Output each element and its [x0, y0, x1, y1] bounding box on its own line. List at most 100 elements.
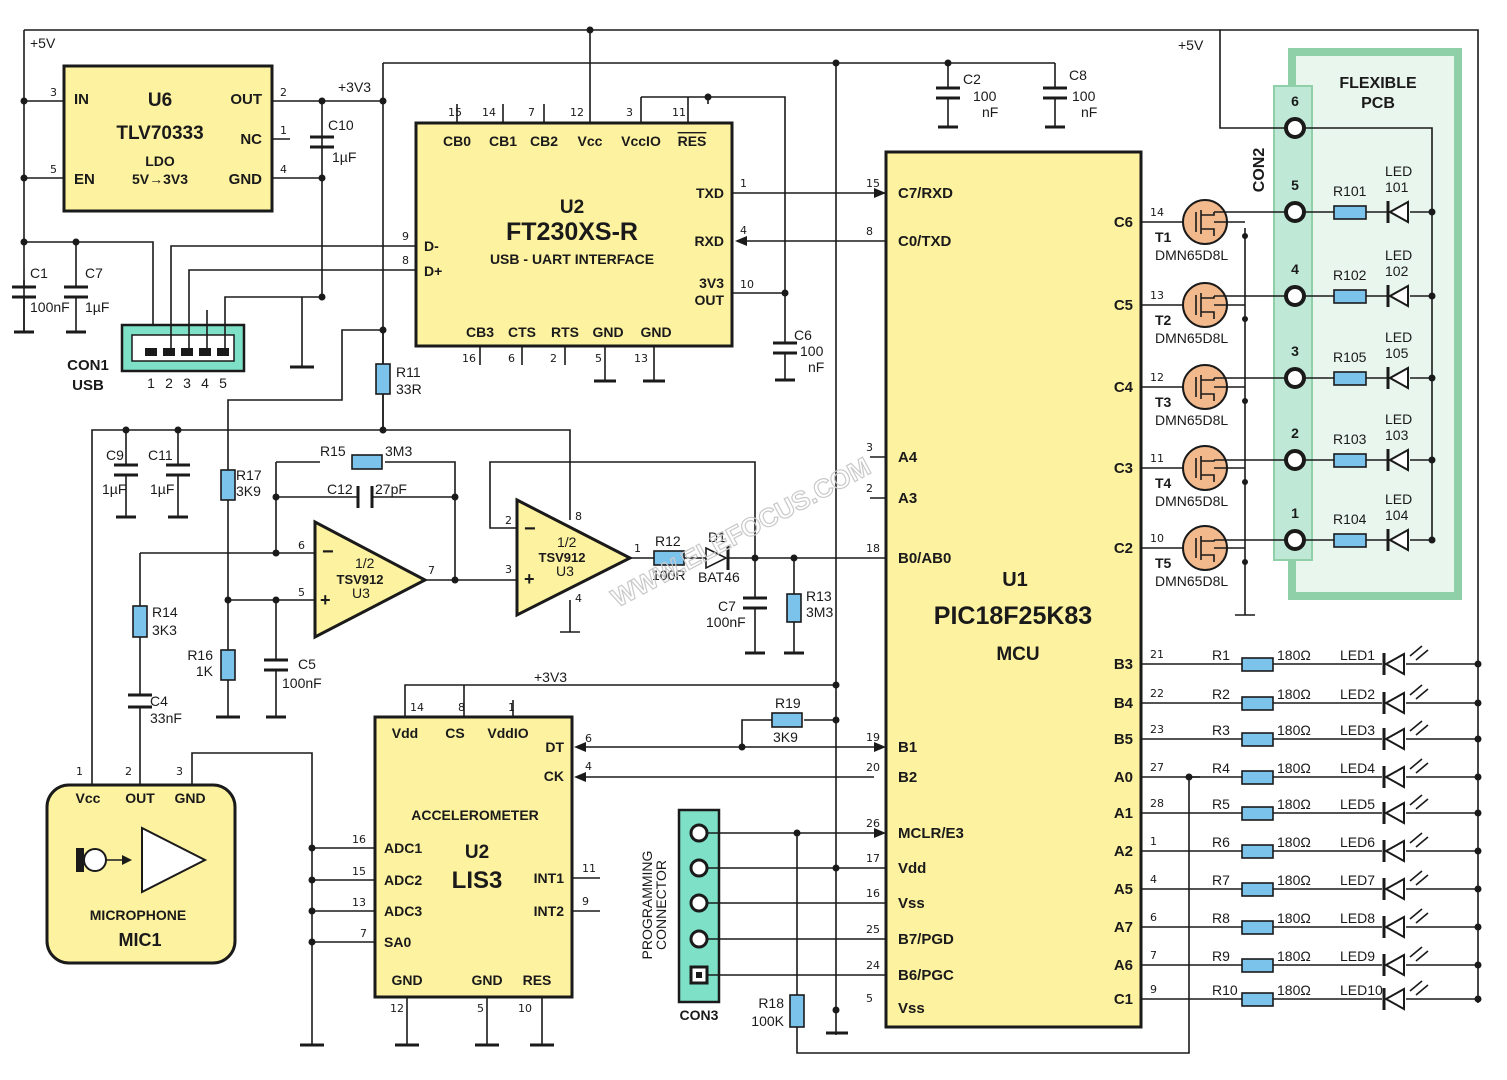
r18-resistor — [789, 994, 805, 1028]
flex-resistor — [1333, 371, 1367, 386]
u2-top-pin-cb0: CB0 — [443, 133, 471, 149]
u2-lis3-accelerometer — [373, 715, 574, 999]
lis3-right-pin-ck: CK — [544, 768, 564, 784]
con2-pin-num: 6 — [1291, 93, 1299, 109]
status-led-label: LED9 — [1340, 948, 1375, 964]
opamp2-num-vdd: 8 — [575, 510, 582, 523]
flexible-label: FLEXIBLE — [1339, 75, 1417, 92]
r11-val: 33R — [396, 381, 422, 397]
r18-val: 100K — [751, 1013, 784, 1029]
u6-desc1: LDO — [145, 153, 175, 169]
c7b-ref: C7 — [718, 598, 736, 614]
u2-top-num-3: 3 — [626, 106, 633, 119]
con2-pin-icon — [1284, 449, 1306, 471]
u2-top-pin-cb2: CB2 — [530, 133, 558, 149]
lis3-left-num-13: 13 — [352, 896, 366, 909]
junction-dot — [1474, 885, 1482, 893]
uart-wires — [732, 188, 886, 382]
u1-right-pin-num: 9 — [1150, 983, 1157, 996]
u1-left-pin-num: 5 — [866, 992, 873, 1005]
flex-resistor-ref: R101 — [1333, 183, 1367, 199]
rail-5v-left: +5V — [30, 35, 56, 51]
opamp1-minus: − — [322, 541, 334, 563]
opamp1-plus: + — [320, 590, 331, 610]
u1-left-pin-num: 25 — [866, 923, 880, 936]
c7-capacitor — [64, 280, 88, 334]
con1-pins — [145, 245, 416, 356]
flex-resistor-ref: R103 — [1333, 431, 1367, 447]
c10-capacitor — [310, 135, 334, 149]
lis3-right-pin-int1: INT1 — [534, 870, 565, 886]
c1-val: 100nF — [30, 299, 70, 315]
con3-wires — [707, 776, 1200, 1054]
u1-desc: MCU — [996, 644, 1039, 665]
opamp1-ref: U3 — [352, 585, 370, 601]
lis3-left-num-15: 15 — [352, 865, 366, 878]
flex-led-icon — [1387, 528, 1409, 552]
u1-right-pin-label: C2 — [1114, 540, 1133, 557]
flex-common-wire — [1304, 127, 1433, 212]
status-resistor-ref: R3 — [1212, 722, 1230, 738]
status-resistor-ref: R9 — [1212, 948, 1230, 964]
con2-body — [1273, 85, 1313, 561]
u1-right-pin-label: A6 — [1114, 957, 1133, 974]
u1-right-pin-num: 13 — [1150, 289, 1164, 302]
status-resistor-val: 180Ω — [1277, 760, 1311, 776]
mic-pin-gnd: GND — [174, 790, 205, 806]
mic-pin-vcc: Vcc — [76, 790, 101, 806]
r14-ref: R14 — [152, 604, 178, 620]
u6-pin-gnd: GND — [229, 171, 263, 188]
mic-title: MICROPHONE — [90, 907, 186, 923]
opamp2-minus: − — [524, 518, 536, 540]
u2-left-pin-dplus: D+ — [424, 263, 442, 279]
lis3-bot-num-10: 10 — [518, 1002, 532, 1015]
con1-ref: CON1 — [67, 357, 109, 374]
c8-val2: nF — [1081, 104, 1097, 120]
c2-ref: C2 — [963, 71, 981, 87]
u1-right-pin-label: C4 — [1114, 379, 1134, 396]
status-resistor-val: 180Ω — [1277, 982, 1311, 998]
u2-part: FT230XS-R — [506, 218, 638, 246]
r16-resistor — [220, 649, 236, 681]
flex-led-num: 103 — [1385, 427, 1409, 443]
u2-top-num-7: 7 — [528, 106, 535, 119]
u1-right-pin-label: A7 — [1114, 919, 1133, 936]
c1-ref: C1 — [30, 265, 48, 281]
status-led-label: LED1 — [1340, 647, 1375, 663]
lis3-desc: ACCELEROMETER — [411, 807, 539, 823]
flex-led-icon — [1387, 448, 1409, 472]
r13-resistor — [786, 593, 802, 623]
status-led-icon — [1383, 839, 1405, 863]
status-resistor-val: 180Ω — [1277, 910, 1311, 926]
lis3-top-pin-vdd: Vdd — [392, 725, 418, 741]
c5-ref: C5 — [298, 656, 316, 672]
u1-right-pin-label: C6 — [1114, 214, 1133, 231]
u1-left-pin-label: Vdd — [898, 860, 926, 877]
lis3-right-num-11: 11 — [582, 862, 596, 875]
r12-val: 100R — [652, 567, 685, 583]
status-resistor — [1241, 844, 1274, 859]
status-resistor-ref: R5 — [1212, 796, 1230, 812]
flex-led-num: 105 — [1385, 345, 1409, 361]
u6-pin-in: IN — [74, 91, 89, 108]
status-resistor — [1241, 958, 1274, 973]
r17-val: 3K9 — [236, 483, 261, 499]
opamp2-ref: U3 — [556, 563, 574, 579]
lis3-top-pin-vddio: VddIO — [487, 725, 528, 741]
lis3-bot-num-12: 12 — [390, 1002, 404, 1015]
lis3-bot-pin-gnd2: GND — [471, 972, 502, 988]
c2-c8-capacitors — [936, 86, 1067, 129]
flex-resistor — [1333, 205, 1367, 220]
mic-symbol-icon — [76, 826, 208, 894]
status-resistor-val: 180Ω — [1277, 796, 1311, 812]
status-led-label: LED7 — [1340, 872, 1375, 888]
con2-pin-num: 4 — [1291, 261, 1299, 277]
status-led-label: LED6 — [1340, 834, 1375, 850]
u1-left-pin-label: C7/RXD — [898, 185, 953, 202]
c9-ref: C9 — [106, 447, 124, 463]
mosfet-ref: T5 — [1155, 555, 1172, 571]
status-resistor-val: 180Ω — [1277, 722, 1311, 738]
u6-num-gnd: 4 — [280, 163, 287, 176]
flex-led-num: 104 — [1385, 507, 1409, 523]
status-resistor — [1241, 770, 1274, 785]
